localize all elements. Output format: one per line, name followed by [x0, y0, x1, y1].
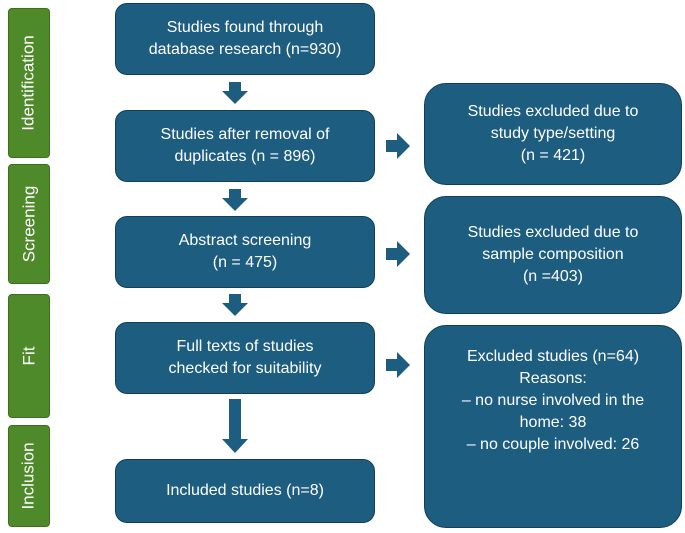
box-line: duplicates (n = 896)	[174, 148, 316, 165]
right-arrow-icon	[386, 133, 410, 159]
stage-screening: Screening	[8, 164, 50, 284]
right-arrow-icon	[386, 352, 410, 378]
down-arrow-icon	[222, 82, 248, 104]
stage-screening-label: Screening	[19, 185, 38, 263]
box-line: study type/setting	[490, 125, 616, 142]
box-line: sample composition	[482, 246, 624, 263]
box-studies-found: Studies found through database research …	[115, 3, 375, 75]
box-line: Studies excluded due to	[467, 224, 639, 241]
box-line: checked for suitability	[168, 360, 322, 377]
box-excluded-study-type: Studies excluded due to study type/setti…	[424, 83, 682, 185]
stage-fit: Fit	[8, 294, 50, 418]
box-line: Reasons:	[519, 370, 587, 387]
down-arrow-icon	[222, 399, 248, 453]
stage-identification: Identification	[8, 8, 50, 158]
box-line: (n =403)	[522, 268, 584, 285]
box-excluded-sample: Studies excluded due to sample compositi…	[424, 196, 682, 314]
box-excluded-final: Excluded studies (n=64) Reasons: – no nu…	[424, 325, 682, 528]
box-line: Studies found through	[166, 19, 324, 36]
box-full-texts: Full texts of studies checked for suitab…	[115, 322, 375, 394]
box-line: Excluded studies (n=64)	[466, 348, 640, 365]
box-line: home: 38	[519, 414, 587, 431]
stage-inclusion-label: Inclusion	[19, 442, 39, 510]
box-after-duplicates: Studies after removal of duplicates (n =…	[115, 110, 375, 182]
stage-fit-label: Fit	[18, 346, 38, 366]
box-line: – no couple involved: 26	[466, 436, 640, 453]
box-line: (n = 421)	[520, 147, 586, 164]
box-line: Included studies (n=8)	[166, 482, 324, 499]
box-line: – no nurse involved in the	[461, 392, 645, 409]
stage-inclusion: Inclusion	[8, 425, 50, 527]
box-line: Abstract screening	[178, 232, 312, 249]
box-line: Full texts of studies	[176, 338, 314, 355]
box-line: (n = 475)	[212, 254, 278, 271]
stage-identification-label: Identification	[19, 35, 39, 131]
right-arrow-icon	[386, 241, 410, 267]
box-line: Studies after removal of	[160, 126, 330, 143]
down-arrow-icon	[222, 189, 248, 211]
box-line: database research (n=930)	[148, 41, 342, 58]
box-line: Studies excluded due to	[467, 103, 639, 120]
down-arrow-icon	[222, 294, 248, 316]
box-included-studies: Included studies (n=8)	[115, 459, 375, 523]
box-abstract-screening: Abstract screening (n = 475)	[115, 216, 375, 288]
